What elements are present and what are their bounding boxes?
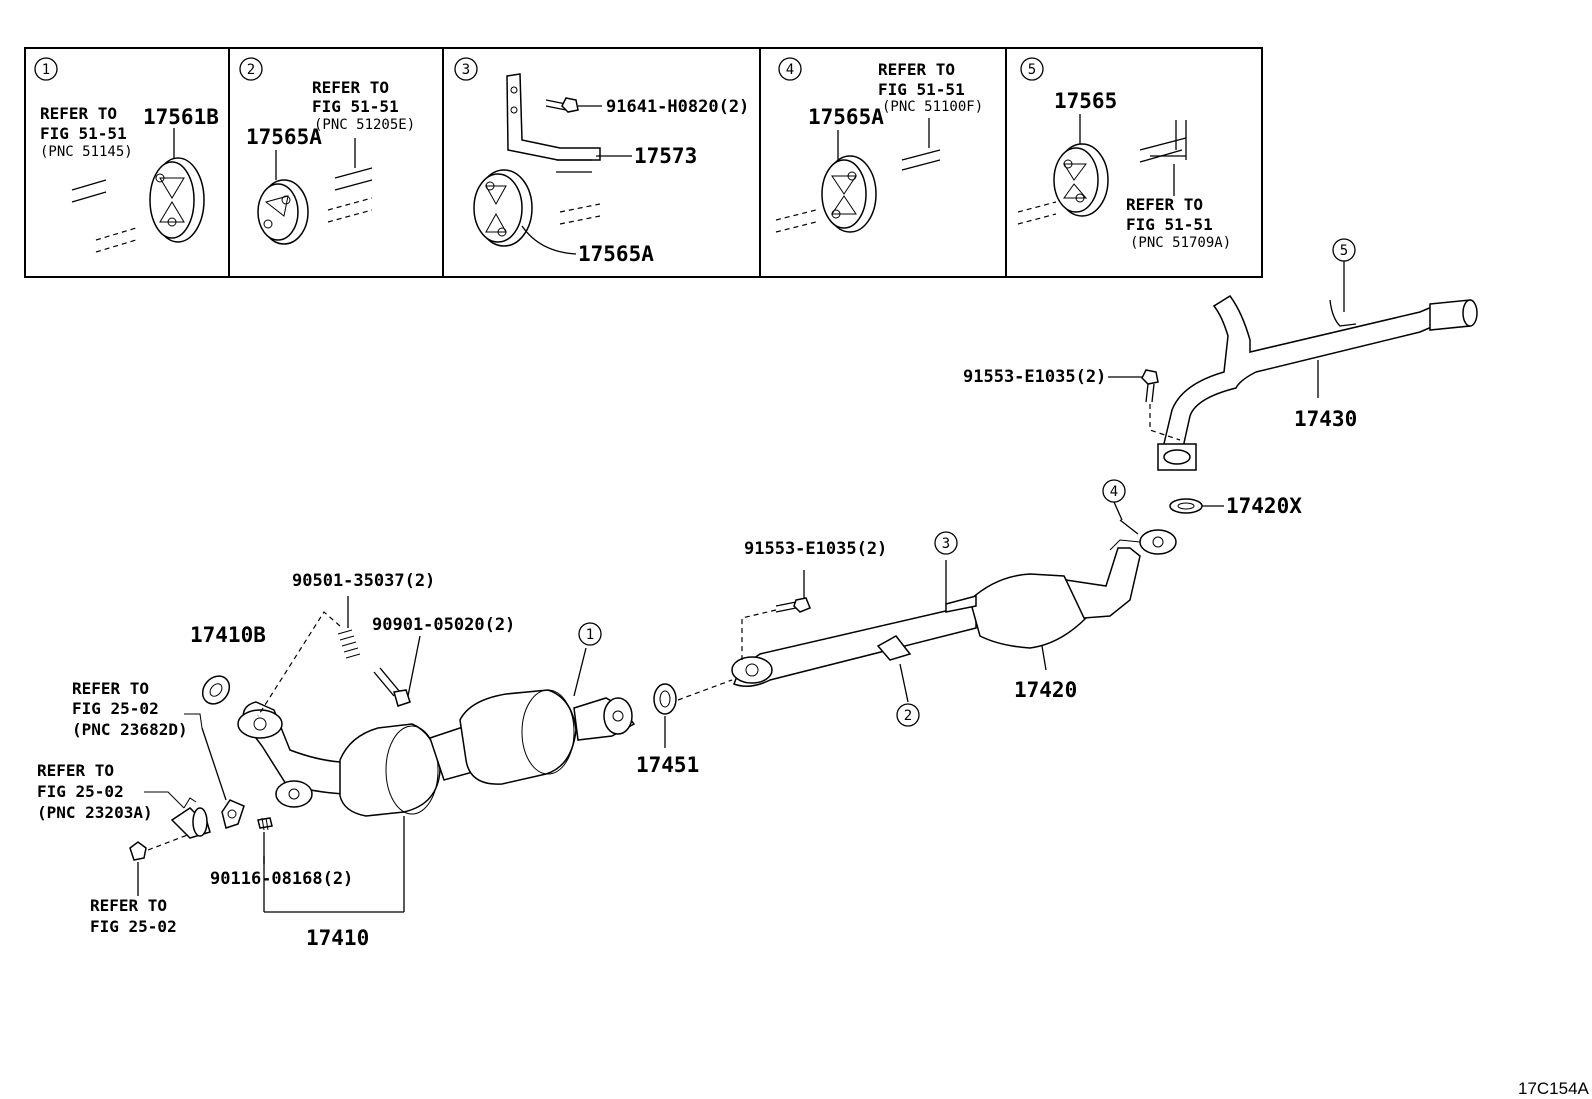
panel-5-part: 17565 bbox=[1054, 89, 1117, 113]
label-17420: 17420 bbox=[1014, 678, 1077, 702]
panel-1: 1 REFER TO FIG 51-51 (PNC 51145) 17561B bbox=[34, 57, 219, 253]
label-stud: 90116-08168(2) bbox=[210, 869, 353, 889]
panel-4-pnc: (PNC 51100F) bbox=[882, 99, 983, 115]
label-center-bolt: 91553-E1035(2) bbox=[744, 539, 887, 559]
ref-3-refer: REFER TO bbox=[90, 896, 167, 915]
hanger-bracket-drawing bbox=[1139, 120, 1187, 163]
panel-5-fig: FIG 51-51 bbox=[1126, 215, 1213, 234]
panel-3-insulator: 17565A bbox=[578, 242, 654, 266]
bolt-90901-drawing bbox=[373, 667, 411, 707]
callout-3-center: 3 bbox=[942, 536, 950, 552]
label-17451: 17451 bbox=[636, 753, 699, 777]
callout-5-tail: 5 bbox=[1340, 243, 1348, 259]
label-17420X: 17420X bbox=[1226, 494, 1302, 518]
figure-id: 17C154A bbox=[1518, 1079, 1590, 1098]
label-tail-bolt: 91553-E1035(2) bbox=[963, 367, 1106, 387]
ref-1-pnc: (PNC 23682D) bbox=[72, 720, 188, 739]
panel-3-bolt: 91641-H0820(2) bbox=[606, 97, 749, 117]
panel-2-number: 2 bbox=[247, 62, 255, 78]
ref-3-fig: FIG 25-02 bbox=[90, 917, 177, 936]
panel-1-number: 1 bbox=[42, 62, 50, 78]
panel-5-refer: REFER TO bbox=[1126, 195, 1203, 214]
panel-4-part: 17565A bbox=[808, 105, 884, 129]
panel-5-number: 5 bbox=[1028, 62, 1036, 78]
insulator-17565a-drawing bbox=[473, 169, 533, 247]
hanger-rod-drawing bbox=[71, 179, 137, 253]
callout-4-center: 4 bbox=[1110, 484, 1118, 500]
insulator-17565a-drawing bbox=[821, 155, 877, 233]
panel-1-pnc: (PNC 51145) bbox=[40, 144, 133, 160]
label-spring: 90501-35037(2) bbox=[292, 571, 435, 591]
panel-5: 5 17565 REFER TO FIG 51-51 (PNC 51709A) bbox=[1017, 57, 1231, 251]
panel-1-refer: REFER TO bbox=[40, 104, 117, 123]
panel-3-number: 3 bbox=[462, 62, 470, 78]
callout-2-center: 2 bbox=[904, 708, 912, 724]
bolt-91641-drawing bbox=[545, 97, 579, 113]
spring-90501-drawing bbox=[257, 611, 361, 717]
panel-4: 4 REFER TO FIG 51-51 (PNC 51100F) 17565A bbox=[775, 57, 983, 233]
center-pipe-assembly: 4 3 2 17420 91553-E1035(2) 17451 bbox=[636, 479, 1177, 777]
panel-4-number: 4 bbox=[786, 62, 794, 78]
insulator-17565-drawing bbox=[1053, 143, 1109, 217]
panel-1-part: 17561B bbox=[143, 105, 219, 129]
label-bolt-front: 90901-05020(2) bbox=[372, 615, 515, 635]
panel-3-bracket: 17573 bbox=[634, 144, 697, 168]
insulator-panels bbox=[24, 47, 1263, 278]
ref-2-refer: REFER TO bbox=[37, 761, 114, 780]
tail-pipe-assembly: 5 17430 91553-E1035(2) 17420X bbox=[963, 238, 1478, 518]
panel-4-refer: REFER TO bbox=[878, 60, 955, 79]
callout-1-front: 1 bbox=[586, 627, 594, 643]
hanger-rod-drawing bbox=[327, 167, 373, 223]
insulator-17565a-drawing bbox=[257, 179, 309, 245]
ref-2-pnc: (PNC 23203A) bbox=[37, 803, 153, 822]
bolt-91553-center-drawing bbox=[741, 597, 811, 660]
panel-2: 2 REFER TO FIG 51-51 (PNC 51205E) 17565A bbox=[239, 57, 415, 245]
ref-1-refer: REFER TO bbox=[72, 679, 149, 698]
panel-2-refer: REFER TO bbox=[312, 78, 389, 97]
panel-3: 3 91641-H0820(2) 17573 17565A bbox=[454, 57, 749, 266]
sensor-23203a-drawing bbox=[170, 797, 211, 839]
insulator-17561b-drawing bbox=[149, 157, 205, 243]
front-pipe-assembly: 1 17410 90116-08168(2) 90501-35037(2) 90… bbox=[37, 571, 636, 950]
panel-2-pnc: (PNC 51205E) bbox=[314, 117, 415, 133]
label-17430: 17430 bbox=[1294, 407, 1357, 431]
bolt-91553-tail-drawing bbox=[1141, 369, 1181, 441]
panel-5-pnc: (PNC 51709A) bbox=[1130, 235, 1231, 251]
panel-4-fig: FIG 51-51 bbox=[878, 80, 965, 99]
ref-1-fig: FIG 25-02 bbox=[72, 699, 159, 718]
label-17410B: 17410B bbox=[190, 623, 266, 647]
bracket-17573-drawing bbox=[506, 73, 601, 173]
label-17410: 17410 bbox=[306, 926, 369, 950]
panel-1-fig: FIG 51-51 bbox=[40, 124, 127, 143]
panel-2-part: 17565A bbox=[246, 125, 322, 149]
panel-2-fig: FIG 51-51 bbox=[312, 97, 399, 116]
ref-2-fig: FIG 25-02 bbox=[37, 782, 124, 801]
